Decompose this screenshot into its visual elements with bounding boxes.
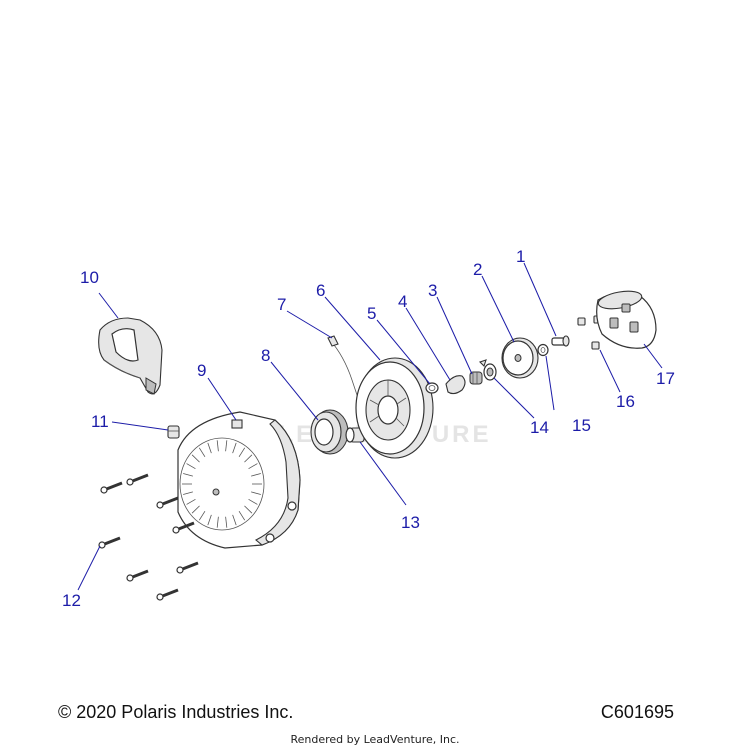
vent-slot — [183, 473, 193, 477]
rendered-by-text: Rendered by LeadVenture, Inc. — [290, 733, 460, 746]
screw — [176, 561, 199, 574]
callout-14: 14 — [530, 418, 549, 437]
vent-slot — [216, 516, 219, 528]
callout-13: 13 — [401, 513, 420, 532]
vent-slot — [244, 454, 253, 463]
leader-lines — [77, 262, 663, 591]
vent-slot — [248, 498, 258, 505]
vent-slot — [251, 473, 261, 477]
vent-slot — [238, 510, 246, 521]
screw — [126, 569, 149, 582]
part-14-friction-plate — [478, 359, 497, 381]
vent-slot — [198, 447, 206, 458]
housing-vent-slots — [182, 440, 262, 528]
vent-slot — [232, 514, 237, 526]
callout-2: 2 — [473, 260, 482, 279]
callout-15: 15 — [572, 416, 591, 435]
callout-16: 16 — [616, 392, 635, 411]
vent-slot — [225, 516, 228, 528]
callout-8: 8 — [261, 346, 270, 365]
vent-slot — [191, 505, 200, 514]
vent-slot — [225, 440, 228, 452]
part-8-recoil-spring — [310, 409, 349, 455]
callout-3: 3 — [428, 281, 437, 300]
vent-slot — [251, 491, 261, 495]
part-10-starter-handle — [98, 317, 163, 395]
part-12-screws — [98, 473, 199, 601]
callout-17: 17 — [656, 369, 675, 388]
vent-slot — [186, 463, 196, 470]
part-2-cover-plate — [501, 337, 539, 379]
screw — [98, 536, 121, 549]
diagram-code: C601695 — [600, 702, 674, 722]
vent-slot — [198, 510, 206, 521]
callout-4: 4 — [398, 292, 407, 311]
part-1-bolt — [551, 335, 570, 347]
vent-slot — [191, 454, 200, 463]
screw — [172, 521, 195, 534]
part-6-rope-pulley — [355, 357, 434, 459]
part-4-ratchet-pawl — [445, 375, 466, 395]
vent-slot — [248, 463, 258, 470]
vent-slot — [244, 505, 253, 514]
callout-1: 1 — [516, 247, 525, 266]
copyright-text: © 2020 Polaris Industries Inc. — [58, 702, 294, 722]
part-3-spring — [469, 371, 483, 385]
callout-5: 5 — [367, 304, 376, 323]
callout-11: 11 — [91, 412, 109, 431]
vent-slot — [183, 491, 193, 495]
screw — [156, 588, 179, 601]
vent-slot — [186, 498, 196, 505]
callout-12: 12 — [62, 591, 81, 610]
screw — [126, 473, 149, 486]
vent-slot — [216, 440, 219, 452]
screw — [156, 496, 179, 509]
part-9-recoil-housing — [177, 411, 301, 549]
part-11-nut — [167, 425, 180, 439]
part-17-starter-cup — [596, 290, 657, 349]
part-7-starter-rope — [327, 335, 361, 405]
callout-9: 9 — [197, 361, 206, 380]
vent-slot — [238, 447, 246, 458]
screw — [100, 481, 123, 494]
part-15-washer — [537, 343, 549, 357]
callout-10: 10 — [80, 268, 99, 287]
vent-slot — [232, 442, 237, 454]
callout-6: 6 — [316, 281, 325, 300]
part-5-spring — [425, 382, 439, 394]
vent-slot — [207, 442, 212, 454]
callout-7: 7 — [277, 295, 286, 314]
vent-slot — [207, 514, 212, 526]
